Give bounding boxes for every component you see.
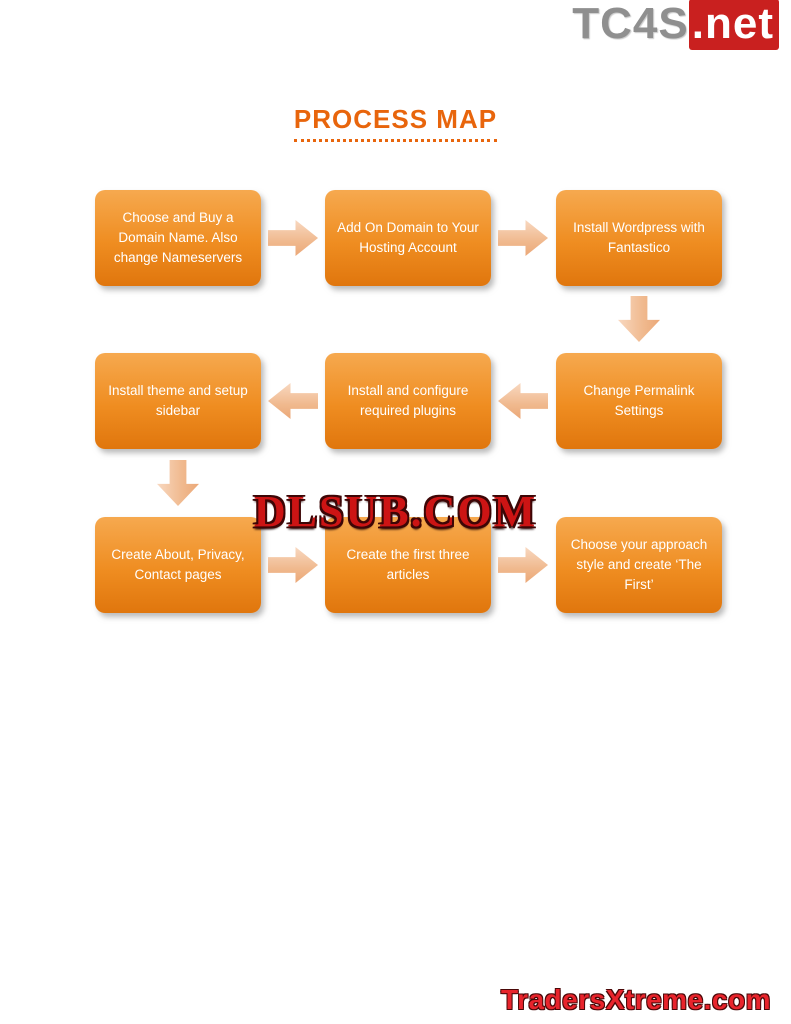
process-box-label: Create the first three articles: [346, 546, 470, 582]
arrow-right-icon: [498, 220, 548, 256]
process-box-change-permalink: Change Permalink Settings: [556, 353, 722, 449]
process-box-install-theme: Install theme and setup sidebar: [95, 353, 261, 449]
top-watermark-brand: TC4S: [572, 0, 689, 48]
arrow-right-icon: [268, 547, 318, 583]
process-box-label: Install theme and setup sidebar: [108, 382, 248, 418]
page-title: PROCESS MAP: [293, 104, 498, 142]
bottom-watermark: TradersXtreme.com: [501, 984, 771, 1015]
process-box-create-pages: Create About, Privacy, Contact pages: [95, 517, 261, 613]
process-box-choose-domain: Choose and Buy a Domain Name. Also chang…: [95, 190, 261, 286]
process-box-label: Install Wordpress with Fantastico: [573, 219, 705, 255]
process-box-approach-style: Choose your approach style and create ‘T…: [556, 517, 722, 613]
process-box-label: Install and configure required plugins: [347, 382, 469, 418]
process-box-first-articles: Create the first three articles: [325, 517, 491, 613]
top-watermark-tld: .net: [688, 0, 779, 50]
center-watermark: DLSUB.COM: [253, 487, 538, 536]
process-box-label: Create About, Privacy, Contact pages: [111, 546, 245, 582]
arrow-down-icon: [618, 296, 660, 342]
process-box-install-wordpress: Install Wordpress with Fantastico: [556, 190, 722, 286]
process-box-addon-domain: Add On Domain to Your Hosting Account: [325, 190, 491, 286]
process-box-configure-plugins: Install and configure required plugins: [325, 353, 491, 449]
process-box-label: Choose and Buy a Domain Name. Also chang…: [113, 209, 243, 266]
process-box-label: Choose your approach style and create ‘T…: [570, 536, 708, 593]
arrow-right-icon: [268, 220, 318, 256]
arrow-right-icon: [498, 547, 548, 583]
arrow-left-icon: [498, 383, 548, 419]
top-watermark: TC4S.net: [572, 0, 779, 50]
process-box-label: Add On Domain to Your Hosting Account: [337, 219, 479, 255]
process-box-label: Change Permalink Settings: [583, 382, 695, 418]
title-wrap: PROCESS MAP: [0, 104, 791, 142]
arrow-left-icon: [268, 383, 318, 419]
